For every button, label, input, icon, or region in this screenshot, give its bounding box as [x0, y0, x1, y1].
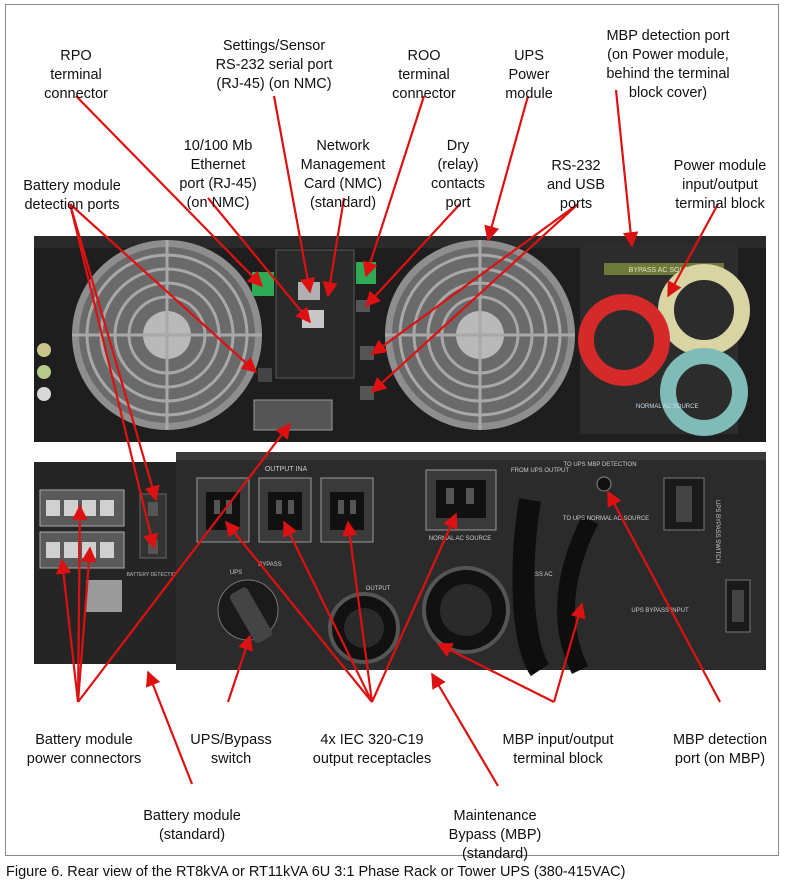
left-fan: [72, 240, 262, 430]
usb-port-icon: [360, 386, 374, 400]
figure-caption: Figure 6. Rear view of the RT8kVA or RT1…: [6, 864, 626, 880]
battery-power-arrow-1: [72, 504, 88, 703]
output-text: OUTPUT: [366, 586, 391, 592]
iec-arrow-1: [225, 520, 373, 703]
rs232-arrow: [370, 203, 579, 355]
battery-module-arrow: [145, 670, 194, 785]
normal-terminal-ring-icon: [660, 348, 748, 436]
mbp-detection-top-arrow: [614, 89, 639, 248]
battery-module-label: Battery module(standard): [143, 808, 241, 843]
ups-bypass-arrow: [226, 634, 253, 703]
rpo-arrow: [75, 95, 264, 288]
ups-bypass-input-text: UPS BYPASS INPUT: [631, 608, 689, 614]
iec-arrow-3: [342, 520, 374, 703]
callout-arrows: [55, 89, 721, 787]
mbp-io-arrow-1: [436, 643, 555, 703]
normal-ac-source-mbp-text: NORMAL AC SOURCE: [429, 536, 491, 542]
settings-port-arrow: [272, 95, 316, 294]
power-module: BYPASS AC SOURCE NORMAL AC SOURCE: [34, 236, 766, 442]
maintenance-bypass-arrow: [431, 672, 499, 787]
dry-contacts-port-icon: [356, 300, 370, 312]
battery-power-arrow-2: [55, 558, 80, 703]
from-ups-output-cable-icon: [512, 498, 550, 677]
iec-receptacle-icon: [425, 469, 497, 531]
right-fan: [385, 240, 575, 430]
bypass-ac-text: BYPASS AC: [519, 572, 553, 578]
battery-detection-upper-arrow: [69, 203, 258, 374]
output-terminal-ring-icon: [578, 294, 670, 386]
battery-detection-lower-arrow: [68, 203, 159, 550]
normal-ac-source-text: NORMAL AC SOURCE: [636, 404, 698, 410]
bypass-text: BYPASS: [258, 562, 282, 568]
ups-bypass-switch-text: UPS BYPASS SWITCH: [714, 500, 720, 563]
ethernet-arrow: [207, 197, 311, 324]
battery-connector-icon: [253, 399, 333, 431]
mbp-detection-top-label: MBP detection port(on Power module,behin…: [606, 28, 730, 101]
ups-power-module-arrow: [484, 95, 530, 242]
to-ups-mbp-detection-text: TO UPS MBP DETECTION: [563, 462, 636, 468]
from-ups-output-text: FROM UPS OUTPUT: [511, 468, 569, 474]
dry-contacts-arrow: [364, 203, 461, 308]
iec-arrow-4: [370, 512, 458, 703]
indicator-led-icon: [37, 387, 51, 401]
to-ups-normal-ac-source-text: TO UPS NORMAL AC SOURCE: [563, 516, 649, 522]
battery-detection-mid-arrow: [68, 203, 160, 502]
output-ina-text: OUTPUT INA: [265, 466, 308, 473]
power-module-terminal-arrow: [667, 203, 719, 298]
mbp-detection-bottom-arrow: [607, 490, 721, 703]
rs232-port-icon: [360, 346, 374, 360]
normal-source-cable-icon: [557, 515, 599, 675]
indicator-led-icon: [37, 365, 51, 379]
battery-power-arrow-4: [77, 422, 291, 703]
mbp-detection-port-icon: [596, 476, 612, 492]
iec-receptacle-icon: [258, 477, 312, 543]
battery-detection-port-icon: [258, 368, 272, 382]
rj45-ethernet-port-icon: [302, 310, 324, 328]
usb-arrow: [370, 203, 579, 394]
nmc-arrow: [322, 197, 346, 298]
battery-detection-text: BATTERY DETECTION: [127, 572, 180, 578]
indicator-led-icon: [37, 343, 51, 357]
ups-text: UPS: [230, 570, 242, 576]
roo-arrow: [362, 95, 426, 278]
battery-module: BATTERY DETECTION: [34, 462, 180, 664]
battery-breaker-icon: [86, 580, 122, 612]
iec-arrow-2: [283, 520, 373, 703]
maintenance-bypass-module: OUTPUT INA NORMAL AC SOURCE UPS: [176, 452, 766, 677]
mbp-io-arrow-2: [552, 602, 586, 703]
bypass-ac-source-text: BYPASS AC SOURCE: [629, 267, 700, 274]
battery-power-arrow-3: [76, 546, 97, 703]
iec-receptacle-icon: [320, 477, 374, 543]
